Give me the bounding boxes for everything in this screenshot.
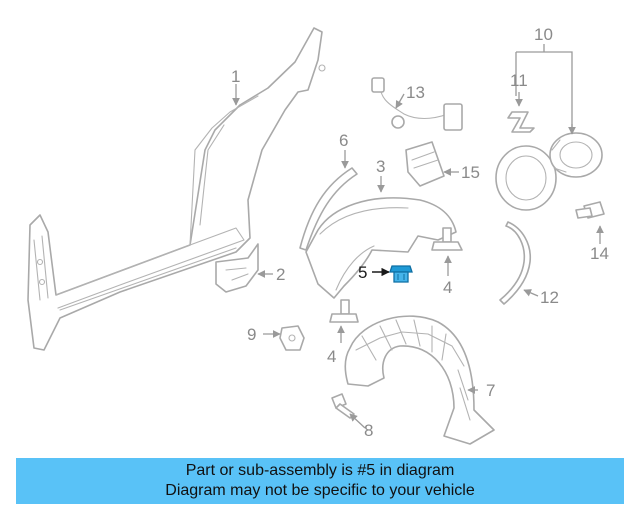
stud-fastener-lower bbox=[329, 299, 359, 323]
parts-diagram: 1 2 3 4 4 5 6 7 8 9 10 11 12 13 14 15 bbox=[27, 25, 609, 445]
body-side-panel bbox=[27, 27, 326, 351]
callout-12: 12 bbox=[540, 288, 559, 307]
callout-14: 14 bbox=[590, 244, 609, 263]
callout-7: 7 bbox=[486, 381, 495, 400]
callout-6: 6 bbox=[339, 131, 348, 150]
control-module bbox=[405, 141, 445, 187]
callout-11: 11 bbox=[510, 71, 528, 90]
bracket bbox=[215, 243, 259, 293]
callout-4-lower: 4 bbox=[327, 347, 336, 366]
emblem bbox=[507, 111, 535, 133]
support-rod bbox=[499, 221, 532, 305]
wiring-harness bbox=[371, 77, 463, 131]
screw-fastener bbox=[575, 201, 605, 219]
wheel-well-liner bbox=[344, 315, 495, 445]
banner-line-disclaimer: Diagram may not be specific to your vehi… bbox=[165, 482, 475, 499]
callout-3: 3 bbox=[376, 157, 385, 176]
stud-fastener-upper bbox=[431, 227, 463, 251]
callout-9: 9 bbox=[247, 325, 256, 344]
callout-13: 13 bbox=[406, 83, 425, 102]
fender bbox=[305, 197, 457, 299]
fender-moulding bbox=[299, 167, 358, 251]
callout-1: 1 bbox=[231, 67, 240, 86]
callout-2: 2 bbox=[276, 265, 285, 284]
callout-15: 15 bbox=[461, 163, 480, 182]
clip-fastener bbox=[279, 325, 305, 351]
callout-10: 10 bbox=[534, 25, 553, 44]
callout-4-upper: 4 bbox=[443, 278, 452, 297]
info-banner: Part or sub-assembly is #5 in diagram Di… bbox=[16, 458, 624, 504]
fuel-door-assembly bbox=[495, 132, 603, 211]
leader-lines bbox=[232, 44, 604, 429]
callout-labels: 1 2 3 4 4 5 6 7 8 9 10 11 12 13 14 15 bbox=[231, 25, 609, 440]
banner-line-part-number: Part or sub-assembly is #5 in diagram bbox=[185, 462, 455, 479]
callout-8: 8 bbox=[364, 421, 373, 440]
callout-5: 5 bbox=[358, 263, 367, 282]
part-5-nut bbox=[389, 265, 413, 283]
